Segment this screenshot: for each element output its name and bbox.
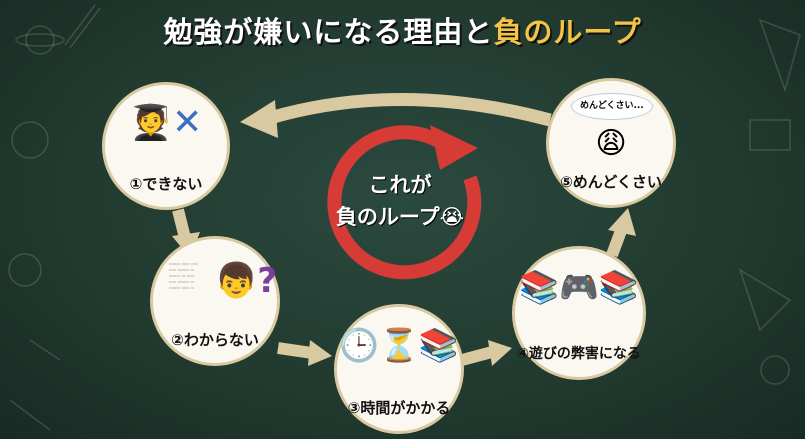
loop-arrow xyxy=(327,125,482,280)
arrow-head-5-to-1 xyxy=(240,100,278,138)
gaming-student-icon: 📚🎮📚 xyxy=(519,268,639,306)
arrow-2-to-3 xyxy=(277,342,313,359)
worksheet-icon: ▭▭▭ ▭▭ ▭▭▭▭ ▭▭▭ ▭▭▭▭ ▭ ▭▭▭▭ ▭▭▭ ▭▭▭▭ ▭▭ … xyxy=(169,261,198,290)
step-2: ▭▭▭ ▭▭ ▭▭▭▭ ▭▭▭ ▭▭▭▭ ▭ ▭▭▭▭ ▭▭▭ ▭▭▭▭ ▭▭ … xyxy=(150,236,280,366)
arrow-1-to-2 xyxy=(172,208,191,240)
arrow-head-4-to-5 xyxy=(608,208,636,236)
arrow-3-to-4 xyxy=(460,346,494,366)
arrow-head-2-to-3 xyxy=(308,340,332,366)
tired-student-icon: 😩 xyxy=(595,126,627,161)
center-line1: これが xyxy=(368,173,432,197)
thought-bubble: めんどくさい... xyxy=(571,93,653,120)
step-label: ①できない xyxy=(129,175,203,193)
step-label: ②わからない xyxy=(171,331,259,349)
center-line2-wrap: 負のループ😭 xyxy=(320,204,480,230)
step-1: 🧑‍🎓✕ ①できない xyxy=(102,82,230,210)
frustrated-student-icon: 🧑‍🎓✕ xyxy=(129,102,203,144)
arrow-head-3-to-4 xyxy=(488,340,512,366)
arrow-5-to-1 xyxy=(268,93,552,127)
step-4: 📚🎮📚 ④遊びの弊害になる xyxy=(512,246,646,380)
clock-hourglass-books-icon: 🕒⏳📚 xyxy=(339,326,459,364)
crying-face-icon: 😭 xyxy=(439,205,465,229)
page-title: 勉強が嫌いになる理由と負のループ xyxy=(0,14,805,50)
loop-arrow-head xyxy=(430,125,478,170)
step-5: めんどくさい... 😩 ⑤めんどくさい xyxy=(546,78,676,208)
chalk-doodles xyxy=(8,4,801,431)
step-label: ③時間がかかる xyxy=(347,399,451,417)
confused-student-icon: 👦? xyxy=(215,261,278,301)
center-line2: 負のループ xyxy=(335,205,440,229)
title-highlight: 負のループ xyxy=(493,15,642,49)
step-3: 🕒⏳📚 ③時間がかかる xyxy=(334,304,464,434)
title-main: 勉強が嫌いになる理由と xyxy=(163,15,494,49)
step-label: ⑤めんどくさい xyxy=(560,173,662,191)
step-label: ④遊びの弊害になる xyxy=(517,346,641,362)
